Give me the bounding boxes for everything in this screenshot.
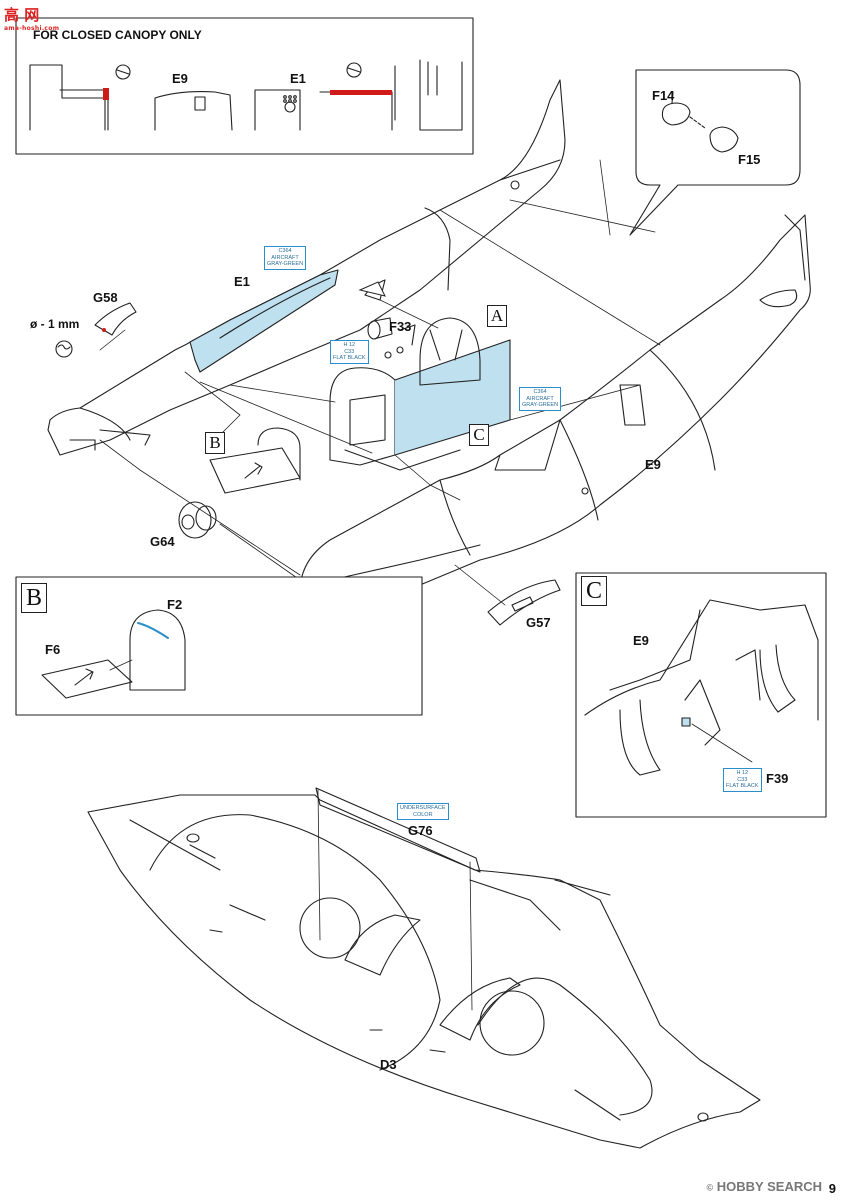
label-e9-inset-c: E9 — [633, 633, 649, 648]
callout-b: B — [205, 432, 225, 454]
label-f39: F39 — [766, 771, 789, 786]
fuselage-right-half — [299, 214, 811, 607]
label-f2: F2 — [167, 597, 183, 612]
inset-b-title: B — [21, 583, 47, 613]
label-e1-inset: E1 — [290, 71, 306, 86]
label-e9: E9 — [645, 457, 661, 472]
inset-c — [575, 572, 827, 818]
label-f6: F6 — [45, 642, 61, 657]
lower-wing-d3 — [87, 794, 761, 1149]
closed-canopy-inset — [15, 17, 474, 155]
inset-b — [15, 576, 423, 716]
label-g57: G57 — [526, 615, 551, 630]
label-e1: E1 — [234, 274, 250, 289]
callout-c: C — [469, 424, 489, 446]
label-g64: G64 — [150, 534, 175, 549]
footer-brand: © HOBBY SEARCH — [706, 1179, 822, 1194]
callout-a: A — [487, 305, 507, 327]
label-f33: F33 — [389, 319, 412, 334]
label-g58: G58 — [93, 290, 118, 305]
fuselage-left-half — [47, 79, 566, 456]
label-d3: D3 — [380, 1057, 397, 1072]
label-f14: F14 — [652, 88, 675, 103]
label-g76: G76 — [408, 823, 433, 838]
inset-c-title: C — [581, 576, 607, 606]
page-number: 9 — [828, 1181, 836, 1196]
watermark-logo: 高 网 ama-hoshi.com — [4, 6, 60, 32]
label-f15: F15 — [738, 152, 761, 167]
closed-canopy-note: FOR CLOSED CANOPY ONLY — [33, 28, 202, 42]
drill-note: ø - 1 mm — [30, 317, 80, 331]
label-e9-inset: E9 — [172, 71, 188, 86]
